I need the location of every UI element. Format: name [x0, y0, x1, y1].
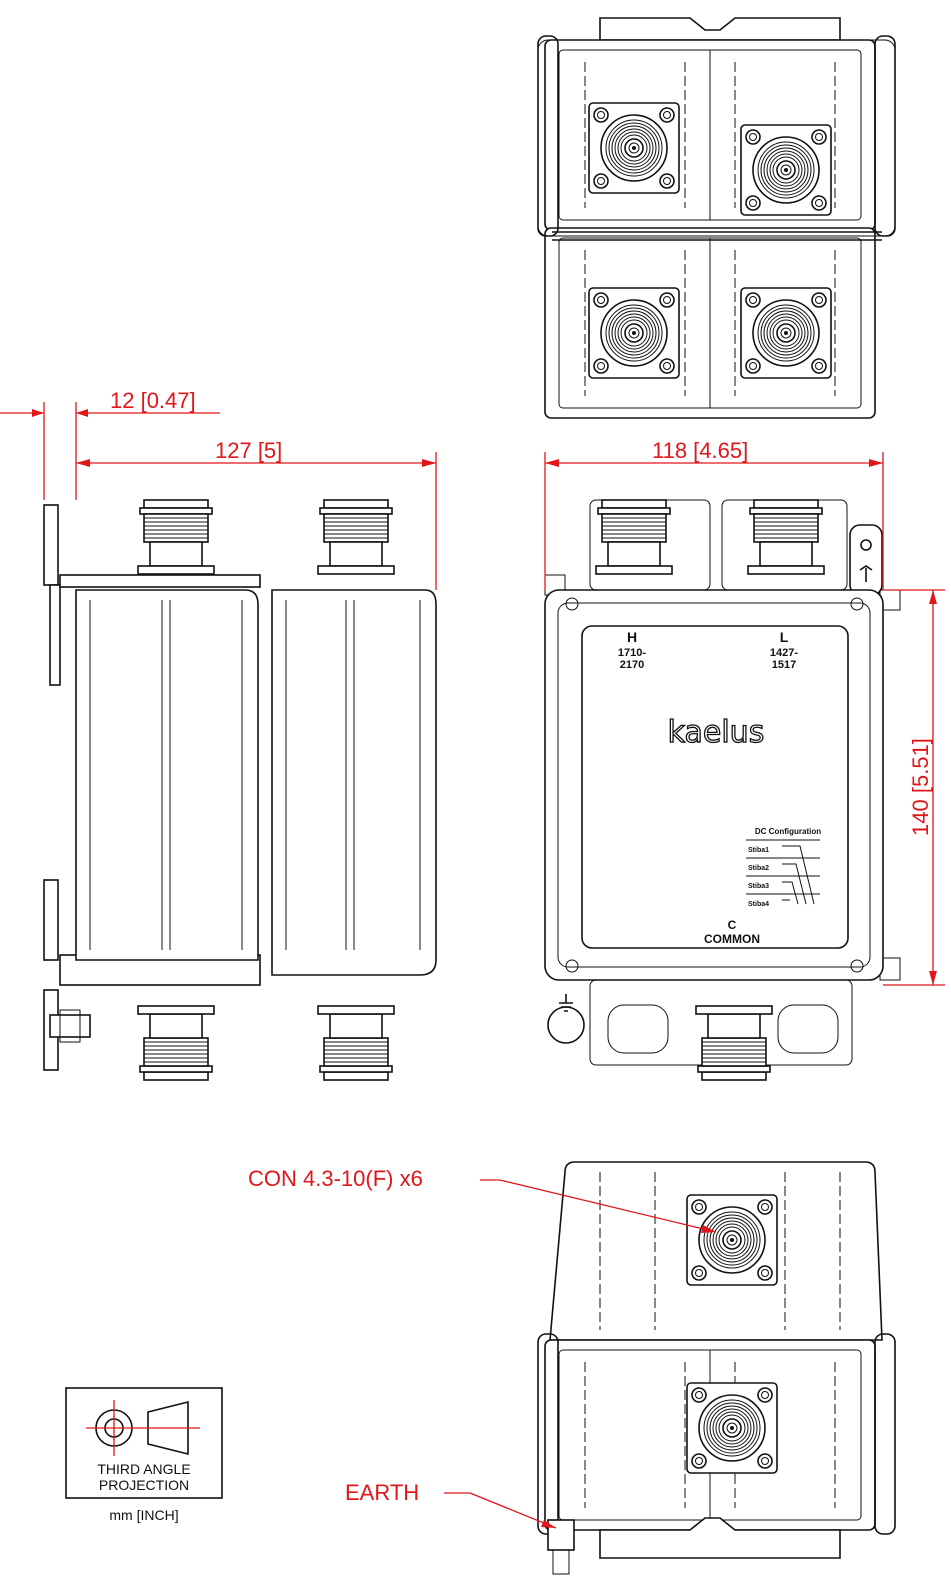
connector-h-bottom-icon — [588, 287, 680, 379]
connector-callout-label: CON 4.3-10(F) x6 — [248, 1166, 423, 1191]
dc-row-1: Stiba1 — [748, 847, 769, 854]
dc-row-4: Stiba4 — [748, 901, 769, 908]
dc-configuration-table: Stiba1 Stiba2 Stiba3 Stiba4 — [746, 839, 820, 908]
dimension-depth: 127 [5] — [76, 438, 437, 590]
dimension-flange: 12 [0.47] — [0, 388, 220, 500]
connector-l-bottom-icon — [740, 287, 832, 379]
connector-lower-icon — [686, 1382, 778, 1474]
port-c-name: COMMON — [704, 932, 760, 946]
brand-logo: kaelus — [668, 715, 765, 750]
connector-callout: CON 4.3-10(F) x6 — [248, 1166, 717, 1233]
dimension-width-label: 118 [4.65] — [652, 438, 748, 463]
port-h-letter: H — [627, 629, 637, 645]
port-c-letter: C — [728, 918, 737, 932]
earth-callout-label: EARTH — [345, 1480, 419, 1505]
dimension-flange-label: 12 [0.47] — [110, 388, 196, 413]
dimension-depth-label: 127 [5] — [215, 438, 282, 463]
projection-line-1: THIRD ANGLE — [97, 1461, 190, 1477]
connector-common-icon — [686, 1194, 778, 1286]
units-label: mm [INCH] — [109, 1507, 178, 1523]
port-l-range-end: 1517 — [772, 659, 796, 671]
earth-callout: EARTH — [345, 1480, 557, 1529]
projection-symbol: THIRD ANGLE PROJECTION mm [INCH] — [65, 1387, 223, 1523]
side-view — [43, 499, 437, 1081]
connector-l-top-icon — [740, 124, 832, 216]
connector-h-top-icon — [588, 102, 680, 194]
port-h-range-end: 2170 — [620, 659, 644, 671]
projection-line-2: PROJECTION — [99, 1477, 189, 1493]
dc-row-2: Stiba2 — [748, 865, 769, 872]
port-h-range-start: 1710- — [618, 647, 646, 659]
port-l-letter: L — [780, 629, 789, 645]
port-l-range-start: 1427- — [770, 647, 798, 659]
dimension-height-label: 140 [5.51] — [908, 738, 933, 836]
dc-configuration-title: DC Configuration — [755, 827, 821, 836]
mounting-tab — [849, 524, 883, 596]
bottom-view — [537, 1161, 896, 1575]
dc-row-3: Stiba3 — [748, 883, 769, 890]
front-view: H 1710- 2170 L 1427- 1517 kaelus DC Conf… — [544, 499, 901, 1081]
dimension-width: 118 [4.65] — [544, 438, 884, 590]
dimension-height: 140 [5.51] — [883, 589, 945, 986]
top-view — [537, 17, 896, 419]
earth-lug-icon — [547, 1006, 585, 1044]
